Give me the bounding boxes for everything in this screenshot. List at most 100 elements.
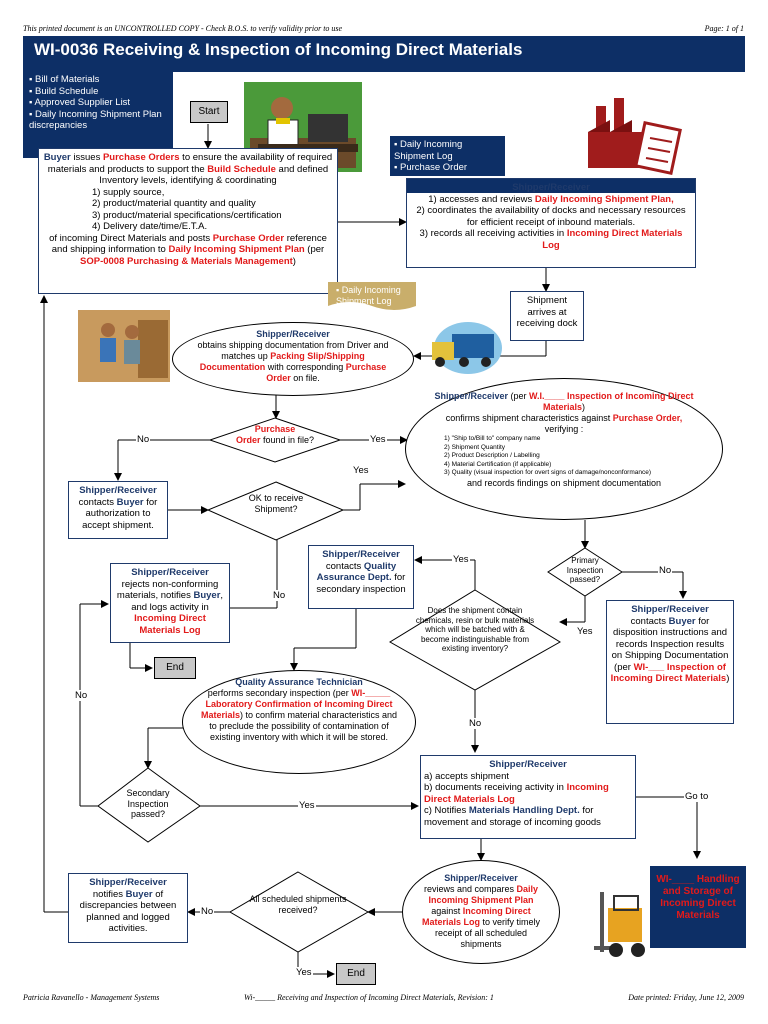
- chemicals-diamond: [389, 589, 561, 691]
- check-item: 2) Product Description / Labelling: [444, 452, 540, 459]
- factory-icon: [588, 98, 682, 176]
- role-heading: Shipper/Receiver: [89, 877, 167, 888]
- text-run: of incoming Direct Materials and posts: [49, 232, 213, 244]
- text-run: reference and shipping information to: [51, 232, 327, 256]
- label-yes: Yes: [352, 465, 370, 476]
- footer-author: Patricia Ravanello - Management Systems: [23, 993, 160, 1002]
- step-3: 3) records all receiving activities in I…: [419, 228, 683, 251]
- input-item: ▪ Build Schedule: [29, 85, 99, 97]
- accept-shipment-box: Shipper/Receiver a) accepts shipment b) …: [420, 755, 636, 839]
- forklift-icon: [594, 892, 645, 957]
- list-item: 4) Delivery date/time/E.T.A.: [92, 221, 208, 232]
- uncontrolled-copy-note: This printed document is an UNCONTROLLED…: [23, 24, 343, 33]
- purchase-order-ref: Purchase Order: [266, 362, 387, 383]
- role-heading: Quality Assurance Technician: [235, 677, 363, 687]
- step-a: a) accepts shipment: [424, 770, 510, 782]
- text-run: ): [292, 255, 296, 267]
- list-item: 1) supply source,: [92, 186, 165, 198]
- purchase-orders-ref: Purchase Orders: [102, 152, 180, 163]
- contact-qa-box: Shipper/Receiver contacts Quality Assura…: [308, 545, 414, 609]
- check-item: 4) Material Certification (if applicable…: [444, 460, 552, 468]
- shipment-log-note: ▪ Daily Incoming Shipment Log: [336, 285, 401, 306]
- role-heading: Shipper/Receiver: [256, 329, 330, 339]
- obtain-documentation-ellipse: Shipper/Receiver obtains shipping docume…: [172, 322, 414, 396]
- primary-inspection-label: Primary Inspection passed?: [566, 556, 604, 584]
- input-item: ▪ Daily Incoming Shipment Log: [394, 139, 463, 162]
- list-item: 3) product/material specifications/certi…: [92, 209, 282, 221]
- text-run: to ensure the availability of required m…: [47, 152, 333, 175]
- footer-document: Wi-_____ Receiving and Inspection of Inc…: [244, 993, 494, 1002]
- records-findings: and records findings on shipment documen…: [466, 477, 662, 488]
- daily-shipment-plan-ref: Daily Incoming Shipment Plan: [168, 244, 305, 255]
- label-yes: Yes: [576, 626, 594, 637]
- packing-slip-ref: Packing Slip/Shipping Documentation: [199, 351, 365, 372]
- input-item: ▪ Bill of Materials: [29, 74, 100, 85]
- buyer-issues-po-box: Buyer issues Purchase Orders to ensure t…: [38, 148, 338, 294]
- contact-buyer-box: Shipper/Receiver contacts Buyer for auth…: [68, 481, 168, 539]
- coordination-list: 1) supply source, 2) product/material qu…: [42, 187, 334, 233]
- notify-discrepancies-box: Shipper/Receiver notifies Buyer of discr…: [68, 873, 188, 943]
- label-yes: Yes: [452, 554, 470, 565]
- input-item: ▪ Purchase Order: [394, 162, 468, 173]
- role-heading: Shipper/Receiver: [131, 567, 209, 578]
- label-no: No: [272, 590, 287, 601]
- primary-inspection-diamond: [547, 547, 623, 597]
- label-no: No: [136, 434, 151, 445]
- label-yes: Yes: [369, 434, 387, 445]
- step-b: b) documents receiving activity in Incom…: [424, 782, 609, 805]
- secondary-inspection-label: Secondary Inspection passed?: [126, 788, 170, 819]
- text-run: with corresponding: [265, 362, 346, 372]
- sop-ref: SOP-0008 Purchasing & Materials Manageme…: [80, 255, 293, 267]
- end-terminal-final: End: [336, 963, 376, 985]
- step-1: 1) accesses and reviews Daily Incoming S…: [428, 193, 674, 205]
- role-heading: Shipper/Receiver: [512, 182, 590, 193]
- text-run: (per: [304, 244, 325, 255]
- purchase-order-ref: Purchase Order: [212, 232, 285, 244]
- end-terminal-reject: End: [154, 657, 196, 679]
- all-shipments-label: All scheduled shipments received?: [249, 894, 347, 915]
- role-heading: Shipper/Receiver: [489, 759, 567, 770]
- input-item: ▪ Daily Incoming Shipment Plan discrepan…: [29, 108, 162, 132]
- start-terminal: Start: [190, 101, 228, 123]
- buyer-role: Buyer: [43, 152, 71, 163]
- qa-technician-ellipse: Quality Assurance Technician performs se…: [182, 670, 416, 774]
- label-goto: Go to: [684, 791, 710, 802]
- ok-to-receive-label: OK to receive Shipment?: [248, 493, 304, 514]
- role-heading: Shipper/Receiver: [79, 485, 157, 496]
- text-run: on file.: [290, 373, 320, 383]
- check-item: 3) Quality (visual inspection for overt …: [444, 469, 652, 476]
- inputs-right-panel: ▪ Daily Incoming Shipment Log ▪ Purchase…: [390, 136, 505, 176]
- text-run: and defined Inventory levels, identifyin…: [99, 163, 329, 187]
- label-no: No: [74, 690, 89, 701]
- role-heading: Shipper/Receiver: [444, 873, 518, 883]
- reject-nonconforming-box: Shipper/Receiver rejects non-conforming …: [110, 563, 230, 643]
- step-c: c) Notifies Materials Handling Dept. for…: [424, 805, 601, 828]
- page-number: Page: 1 of 1: [704, 24, 744, 33]
- label-no: No: [468, 718, 483, 729]
- title-bar: [23, 36, 745, 72]
- verification-checklist: 1) "Ship to/Bill to" company name 2) Shi…: [432, 435, 696, 478]
- handling-storage-wi-box: WI-____ Handling and Storage of Incoming…: [650, 866, 746, 948]
- all-shipments-diamond: [229, 871, 370, 953]
- footer-date: Date printed: Friday, June 12, 2009: [628, 993, 744, 1002]
- chemicals-label: Does the shipment contain chemicals, res…: [415, 606, 535, 654]
- sr-review-plan-box: Shipper/Receiver 1) accesses and reviews…: [406, 178, 696, 268]
- confirm-line: confirms shipment characteristics agains…: [445, 413, 683, 434]
- text-run: issues: [70, 152, 103, 163]
- label-yes: Yes: [295, 967, 313, 978]
- inputs-top-panel: ▪ Bill of Materials ▪ Build Schedule ▪ A…: [23, 72, 173, 158]
- label-no: No: [200, 906, 215, 917]
- confirm-characteristics-ellipse: Shipper/Receiver (per W.I.____ Inspectio…: [405, 378, 723, 520]
- shipment-arrives-box: Shipment arrives at receiving dock: [510, 291, 584, 341]
- ok-to-receive-diamond: [206, 481, 345, 541]
- list-item: 2) product/material quantity and quality: [92, 198, 256, 209]
- po-found-diamond: [208, 417, 342, 463]
- reviews-compares-ellipse: Shipper/Receiver reviews and compares Da…: [402, 860, 560, 964]
- step-2: 2) coordinates the availability of docks…: [416, 205, 686, 228]
- disposition-box: Shipper/Receiver contacts Buyer for disp…: [606, 600, 734, 724]
- truck-icon: [432, 322, 502, 374]
- role-heading: Shipper/Receiver: [631, 604, 709, 615]
- text-run: obtains shipping documentation from Driv…: [197, 340, 389, 361]
- wi-ref: W.I.____ Inspection of Incoming Direct M…: [529, 391, 694, 412]
